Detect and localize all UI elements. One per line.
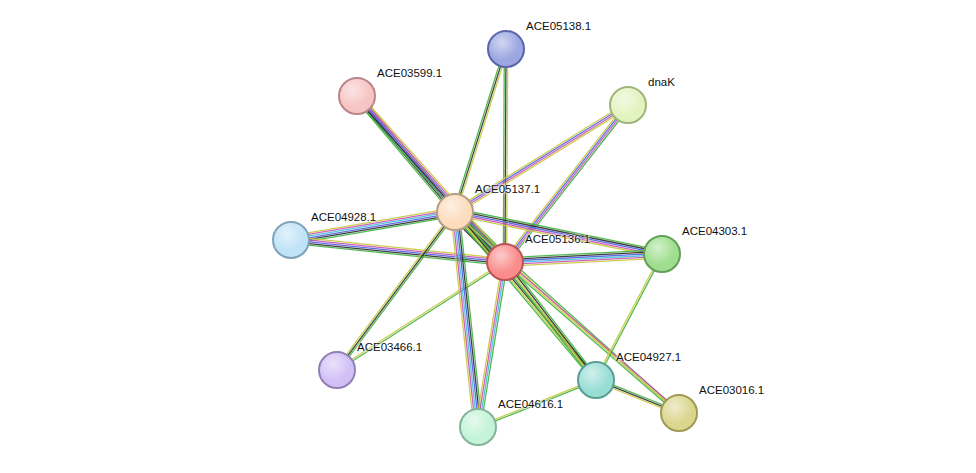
evidence-strand bbox=[473, 212, 645, 247]
evidence-strand bbox=[613, 385, 663, 405]
interaction-edge bbox=[453, 229, 481, 409]
evidence-strand bbox=[504, 67, 506, 244]
protein-node: ACE05136.1 bbox=[486, 243, 524, 281]
evidence-strand bbox=[348, 226, 444, 355]
evidence-strand bbox=[605, 270, 654, 364]
evidence-strand bbox=[612, 388, 662, 408]
evidence-strand bbox=[482, 280, 503, 409]
interaction-edge bbox=[523, 251, 644, 266]
evidence-strand bbox=[523, 259, 644, 265]
evidence-strand bbox=[366, 112, 441, 201]
interaction-edge bbox=[465, 224, 587, 368]
evidence-strand bbox=[460, 66, 500, 195]
evidence-strand bbox=[515, 119, 616, 248]
evidence-strand bbox=[453, 230, 472, 409]
interaction-edge bbox=[612, 385, 663, 408]
evidence-strand bbox=[613, 387, 663, 407]
interaction-edge bbox=[352, 271, 491, 361]
evidence-strand bbox=[520, 273, 667, 400]
interaction-edge bbox=[494, 386, 579, 421]
node-label: ACE04616.1 bbox=[498, 398, 563, 411]
evidence-strand bbox=[604, 270, 653, 364]
evidence-strand bbox=[471, 115, 613, 203]
evidence-strand bbox=[478, 279, 499, 408]
evidence-strand bbox=[465, 227, 583, 367]
node-label: ACE03016.1 bbox=[699, 384, 764, 397]
evidence-strand bbox=[462, 67, 502, 196]
evidence-strand bbox=[458, 230, 477, 409]
protein-node: ACE03599.1 bbox=[338, 77, 376, 115]
node-label: ACE05137.1 bbox=[475, 183, 540, 196]
interaction-edge bbox=[308, 211, 438, 241]
protein-node: dnaK bbox=[609, 86, 647, 124]
evidence-strand bbox=[454, 230, 473, 409]
node-label: ACE05138.1 bbox=[526, 20, 591, 33]
evidence-strand bbox=[483, 280, 504, 409]
interaction-edge bbox=[478, 279, 504, 409]
protein-node: ACE04616.1 bbox=[459, 408, 497, 446]
protein-node: ACE05137.1 bbox=[436, 193, 474, 231]
evidence-strand bbox=[370, 108, 494, 247]
evidence-strand bbox=[467, 225, 585, 365]
protein-node: ACE04927.1 bbox=[577, 361, 615, 399]
node-label: ACE03466.1 bbox=[357, 341, 422, 354]
protein-node: ACE03466.1 bbox=[318, 351, 356, 389]
interaction-edge bbox=[604, 270, 655, 365]
interaction-edge bbox=[503, 67, 507, 244]
evidence-strand bbox=[349, 227, 445, 356]
evidence-strand bbox=[308, 211, 437, 233]
node-label: ACE05136.1 bbox=[525, 233, 590, 246]
node-label: ACE04303.1 bbox=[682, 225, 747, 238]
evidence-strand bbox=[519, 274, 666, 401]
interaction-edge bbox=[346, 225, 445, 356]
protein-node: ACE04303.1 bbox=[643, 235, 681, 273]
protein-node: ACE03016.1 bbox=[660, 394, 698, 432]
protein-node: ACE05138.1 bbox=[487, 30, 525, 68]
interaction-edge bbox=[469, 112, 614, 204]
evidence-strand bbox=[506, 67, 508, 244]
node-label: ACE04927.1 bbox=[616, 351, 681, 364]
evidence-strand bbox=[472, 117, 614, 205]
evidence-strand bbox=[469, 223, 666, 400]
evidence-strand bbox=[346, 225, 442, 354]
node-label: ACE03599.1 bbox=[377, 67, 442, 80]
evidence-strand bbox=[503, 67, 505, 244]
evidence-strand bbox=[466, 226, 584, 366]
evidence-strand bbox=[459, 66, 499, 195]
evidence-strand bbox=[456, 230, 475, 409]
evidence-strand bbox=[494, 386, 579, 420]
interaction-edge bbox=[468, 223, 666, 401]
evidence-strand bbox=[470, 114, 612, 202]
interaction-edge bbox=[517, 273, 666, 403]
node-label: ACE04928.1 bbox=[311, 211, 376, 224]
protein-node: ACE04928.1 bbox=[272, 221, 310, 259]
interaction-edge bbox=[459, 66, 502, 196]
evidence-strand bbox=[469, 112, 611, 200]
evidence-strand bbox=[480, 280, 501, 409]
node-label: dnaK bbox=[648, 76, 675, 89]
evidence-strand bbox=[495, 387, 580, 421]
evidence-strand bbox=[353, 272, 491, 361]
